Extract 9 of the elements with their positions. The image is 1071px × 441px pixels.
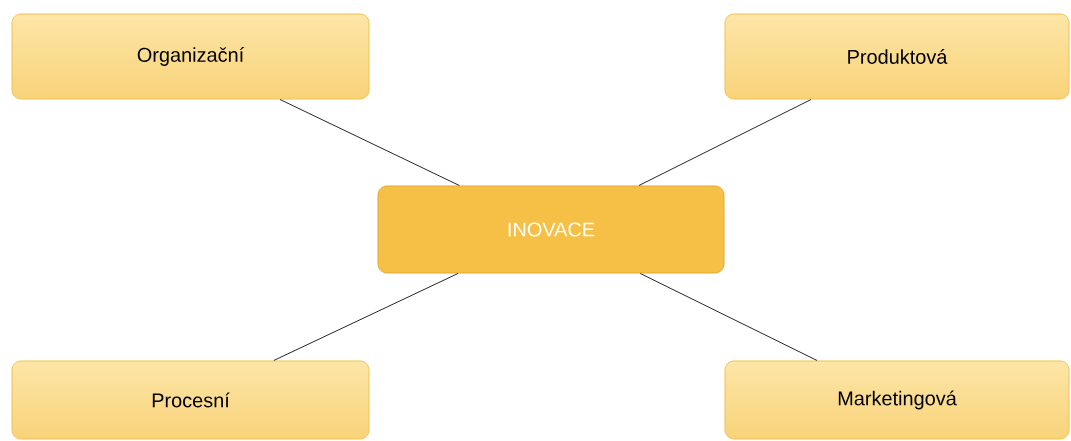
connector-line <box>279 99 460 186</box>
connector-line <box>273 273 459 361</box>
category-box: Procesní <box>11 360 370 440</box>
category-box: Produktová <box>724 13 1070 100</box>
category-box: Organizační <box>11 13 370 100</box>
connector-line <box>638 99 812 186</box>
center-box: INOVACE <box>377 185 725 274</box>
category-box: Marketingová <box>724 360 1070 440</box>
connector-line <box>639 273 818 361</box>
